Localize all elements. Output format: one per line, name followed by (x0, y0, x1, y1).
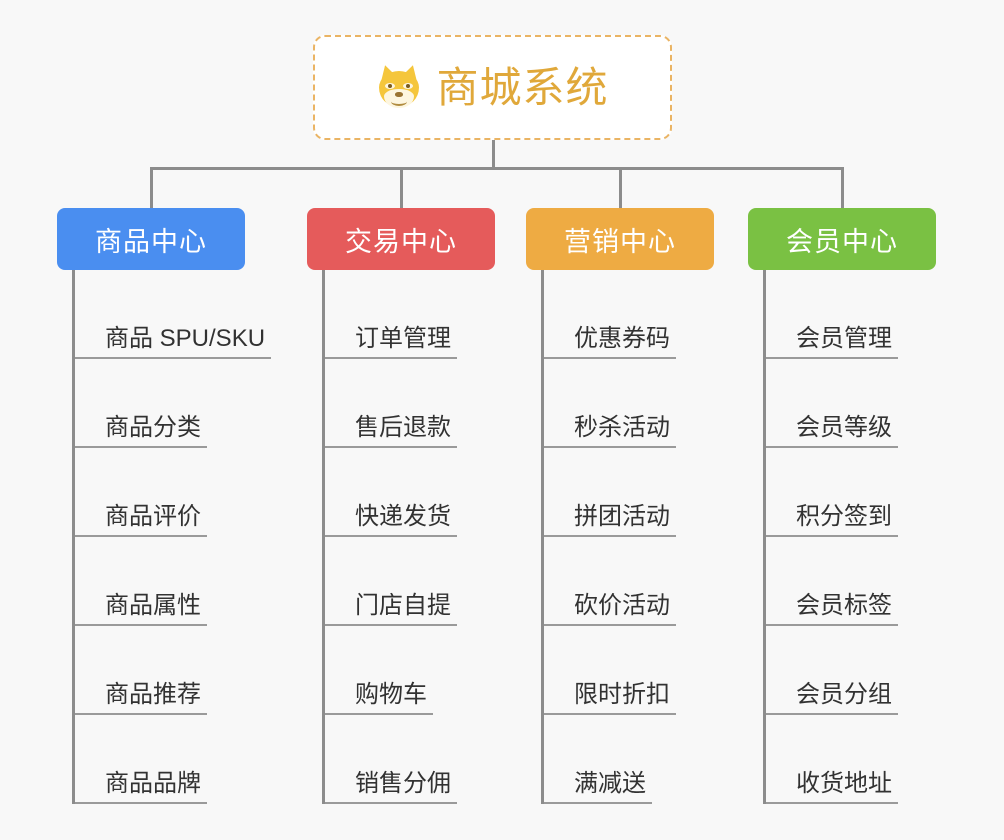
leaf-connector (325, 802, 355, 804)
leaf-connector (766, 624, 796, 626)
leaf-list-trade-center: 订单管理 售后退款 快递发货 门店自提 购物车 销售分佣 (322, 270, 527, 804)
list-item[interactable]: 拼团活动 (544, 448, 746, 537)
list-item[interactable]: 收货地址 (766, 715, 968, 804)
leaf-connector (75, 357, 105, 359)
category-label: 会员中心 (786, 226, 898, 257)
list-item[interactable]: 优惠券码 (544, 270, 746, 359)
leaf-connector (544, 624, 574, 626)
leaf-connector (75, 535, 105, 537)
branch-trade-center: 交易中心 订单管理 售后退款 快递发货 门店自提 购物车 (307, 208, 527, 804)
list-item[interactable]: 商品 SPU/SKU (75, 270, 277, 359)
leaf-connector (766, 446, 796, 448)
list-item[interactable]: 销售分佣 (325, 715, 527, 804)
category-label: 交易中心 (345, 226, 457, 257)
list-item-label: 门店自提 (355, 592, 457, 626)
list-item-label: 会员等级 (796, 414, 898, 448)
leaf-connector (766, 713, 796, 715)
category-header-marketing-center[interactable]: 营销中心 (526, 208, 714, 270)
list-item[interactable]: 商品品牌 (75, 715, 277, 804)
list-item-label: 积分签到 (796, 503, 898, 537)
list-item-label: 销售分佣 (355, 770, 457, 804)
list-item[interactable]: 会员管理 (766, 270, 968, 359)
list-item[interactable]: 秒杀活动 (544, 359, 746, 448)
list-item[interactable]: 会员等级 (766, 359, 968, 448)
connector-root-stem (492, 140, 495, 169)
branch-product-center: 商品中心 商品 SPU/SKU 商品分类 商品评价 商品属性 商品推荐 (57, 208, 277, 804)
list-item-label: 优惠券码 (574, 325, 676, 359)
list-item-label: 秒杀活动 (574, 414, 676, 448)
list-item-label: 会员标签 (796, 592, 898, 626)
list-item[interactable]: 砍价活动 (544, 537, 746, 626)
leaf-connector (75, 713, 105, 715)
list-item[interactable]: 商品分类 (75, 359, 277, 448)
category-header-product-center[interactable]: 商品中心 (57, 208, 245, 270)
list-item[interactable]: 商品属性 (75, 537, 277, 626)
list-item[interactable]: 门店自提 (325, 537, 527, 626)
list-item[interactable]: 购物车 (325, 626, 527, 715)
list-item[interactable]: 订单管理 (325, 270, 527, 359)
list-item-label: 砍价活动 (574, 592, 676, 626)
category-label: 营销中心 (564, 226, 676, 257)
leaf-connector (766, 802, 796, 804)
list-item-label: 商品分类 (105, 414, 207, 448)
list-item-label: 会员分组 (796, 681, 898, 715)
leaf-connector (325, 624, 355, 626)
leaf-list-marketing-center: 优惠券码 秒杀活动 拼团活动 砍价活动 限时折扣 满减送 (541, 270, 746, 804)
list-item-label: 商品品牌 (105, 770, 207, 804)
leaf-list-product-center: 商品 SPU/SKU 商品分类 商品评价 商品属性 商品推荐 商品品牌 (72, 270, 277, 804)
list-item[interactable]: 会员分组 (766, 626, 968, 715)
root-node[interactable]: 商城系统 (313, 35, 672, 140)
list-item-label: 购物车 (355, 681, 433, 715)
list-item[interactable]: 售后退款 (325, 359, 527, 448)
list-item[interactable]: 商品推荐 (75, 626, 277, 715)
leaf-connector (325, 446, 355, 448)
list-item-label: 拼团活动 (574, 503, 676, 537)
connector-drop-member-center (841, 167, 844, 208)
list-item-label: 会员管理 (796, 325, 898, 359)
leaf-connector (75, 446, 105, 448)
list-item-label: 商品 SPU/SKU (105, 325, 272, 359)
list-item-label: 商品推荐 (105, 681, 207, 715)
list-item[interactable]: 满减送 (544, 715, 746, 804)
connector-drop-marketing-center (619, 167, 622, 208)
list-item[interactable]: 快递发货 (325, 448, 527, 537)
category-header-member-center[interactable]: 会员中心 (748, 208, 936, 270)
branch-member-center: 会员中心 会员管理 会员等级 积分签到 会员标签 会员分组 (748, 208, 968, 804)
list-item-label: 售后退款 (355, 414, 457, 448)
leaf-connector (766, 357, 796, 359)
leaf-connector (544, 446, 574, 448)
list-item-label: 满减送 (574, 770, 652, 804)
list-item[interactable]: 积分签到 (766, 448, 968, 537)
connector-drop-product-center (150, 167, 153, 208)
list-item[interactable]: 商品评价 (75, 448, 277, 537)
leaf-connector (544, 357, 574, 359)
list-item-label: 收货地址 (796, 770, 898, 804)
category-label: 商品中心 (95, 226, 207, 257)
dog-face-icon (376, 62, 422, 111)
leaf-list-member-center: 会员管理 会员等级 积分签到 会员标签 会员分组 收货地址 (763, 270, 968, 804)
leaf-connector (325, 535, 355, 537)
category-header-trade-center[interactable]: 交易中心 (307, 208, 495, 270)
list-item-label: 订单管理 (355, 325, 457, 359)
list-item[interactable]: 限时折扣 (544, 626, 746, 715)
connector-horizontal-bar (150, 167, 844, 170)
leaf-connector (325, 713, 355, 715)
leaf-connector (544, 802, 574, 804)
list-item-label: 限时折扣 (574, 681, 676, 715)
leaf-connector (325, 357, 355, 359)
leaf-connector (766, 535, 796, 537)
leaf-connector (75, 802, 105, 804)
leaf-connector (75, 624, 105, 626)
leaf-connector (544, 535, 574, 537)
list-item-label: 商品评价 (105, 503, 207, 537)
list-item-label: 快递发货 (355, 503, 457, 537)
list-item-label: 商品属性 (105, 592, 207, 626)
leaf-connector (544, 713, 574, 715)
branch-marketing-center: 营销中心 优惠券码 秒杀活动 拼团活动 砍价活动 限时折扣 (526, 208, 746, 804)
page-title: 商城系统 (436, 63, 609, 111)
connector-drop-trade-center (400, 167, 403, 208)
list-item[interactable]: 会员标签 (766, 537, 968, 626)
